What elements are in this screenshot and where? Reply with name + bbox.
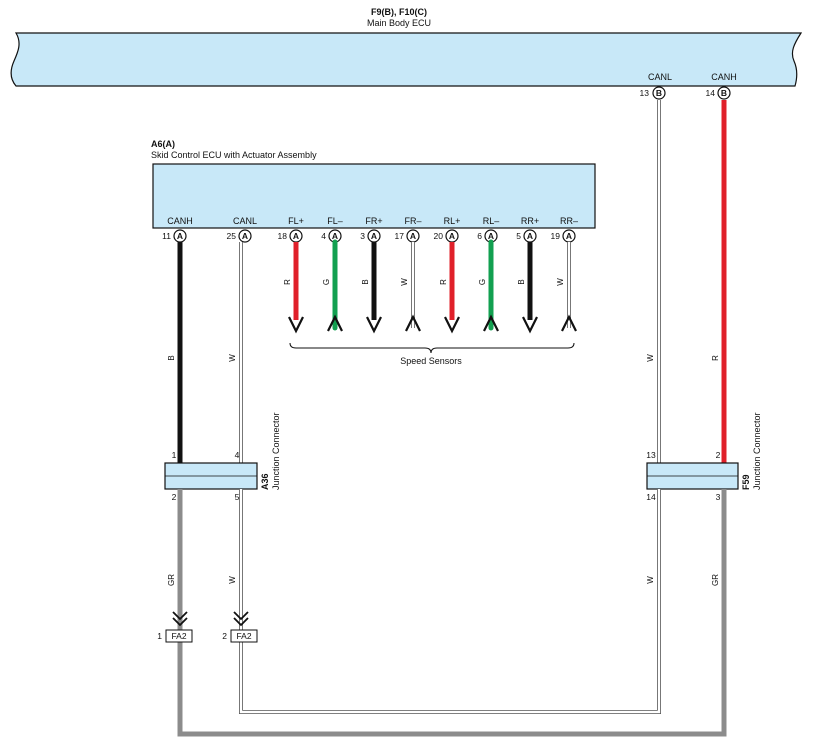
wire-code-a36-canl-lower: W bbox=[228, 576, 237, 584]
sensor-wire-fr-plus bbox=[366, 242, 382, 334]
sensor-wire-code: B bbox=[517, 279, 526, 284]
skid-pin-rl-plus: RL+ A 20 bbox=[434, 216, 461, 243]
svg-text:19: 19 bbox=[551, 231, 561, 241]
sensor-wire-rr-minus bbox=[561, 242, 577, 332]
skid-ecu-box bbox=[152, 163, 596, 229]
wire-code-a36-canh-lower: GR bbox=[167, 574, 176, 586]
skid-ecu-pins: CANHA11CANLA25FL+A18FL–A4FR+A3FR–A17RL+A… bbox=[162, 216, 578, 243]
svg-text:20: 20 bbox=[434, 231, 444, 241]
svg-text:3: 3 bbox=[360, 231, 365, 241]
svg-text:A: A bbox=[527, 231, 533, 241]
svg-text:FR–: FR– bbox=[404, 216, 421, 226]
wire-code-f59-canl-upper: W bbox=[646, 354, 655, 362]
wire-code-f59-canh-upper: R bbox=[711, 355, 720, 361]
svg-text:2: 2 bbox=[222, 631, 227, 641]
junction-f59-top-pin-2: 2 bbox=[716, 450, 721, 460]
sensor-wire-rl-minus bbox=[483, 239, 499, 332]
wire-code-f59-canh-lower: GR bbox=[711, 574, 720, 586]
skid-pin-canl: CANL A 25 bbox=[227, 216, 257, 243]
svg-text:CANL: CANL bbox=[233, 216, 257, 226]
svg-text:RL–: RL– bbox=[483, 216, 500, 226]
main-ecu-pin-number-13: 13 bbox=[640, 88, 650, 98]
skid-ecu-code: A6(A) bbox=[151, 139, 175, 149]
main-ecu-code: F9(B), F10(C) bbox=[371, 7, 427, 17]
svg-text:4: 4 bbox=[321, 231, 326, 241]
svg-text:A: A bbox=[371, 231, 377, 241]
sensor-wire-rr-plus bbox=[522, 242, 538, 334]
sensor-wire-fl-minus bbox=[327, 239, 343, 332]
sensor-wire-code: W bbox=[556, 278, 565, 286]
junction-f59-bottom-pin-3: 3 bbox=[716, 492, 721, 502]
junction-a36-bottom-pin-2: 2 bbox=[172, 492, 177, 502]
svg-text:6: 6 bbox=[477, 231, 482, 241]
main-ecu-pin-label-canl: CANL bbox=[648, 72, 672, 82]
svg-text:A: A bbox=[177, 231, 183, 241]
svg-text:CANH: CANH bbox=[167, 216, 193, 226]
main-ecu-pin-label-canh: CANH bbox=[711, 72, 737, 82]
svg-text:A: A bbox=[566, 231, 572, 241]
sensor-wire-code: R bbox=[283, 279, 292, 285]
fa2-connector-1: FA2 1 bbox=[157, 611, 193, 643]
junction-a36-top-pin-1: 1 bbox=[172, 450, 177, 460]
skid-pin-rr-plus: RR+ A5 bbox=[516, 216, 539, 243]
svg-text:RR+: RR+ bbox=[521, 216, 539, 226]
sensor-wire-code: R bbox=[439, 279, 448, 285]
junction-f59-bottom-pin-14: 14 bbox=[646, 492, 656, 502]
svg-text:11: 11 bbox=[162, 231, 171, 241]
svg-text:RR–: RR– bbox=[560, 216, 578, 226]
junction-a36-top-pin-4: 4 bbox=[235, 450, 240, 460]
svg-text:A: A bbox=[410, 231, 416, 241]
main-ecu-pin-number-14: 14 bbox=[706, 88, 716, 98]
svg-text:FR+: FR+ bbox=[365, 216, 382, 226]
skid-pin-rl-minus: RL– A6 bbox=[477, 216, 500, 243]
junction-f59-top-pin-13: 13 bbox=[646, 450, 656, 460]
svg-text:B: B bbox=[721, 88, 727, 98]
skid-pin-fl-minus: FL– A4 bbox=[321, 216, 343, 243]
junction-a36-code: A36 bbox=[260, 473, 270, 490]
svg-text:1: 1 bbox=[157, 631, 162, 641]
svg-text:FL–: FL– bbox=[327, 216, 343, 226]
fa2-connector-2: FA2 2 bbox=[222, 611, 258, 643]
wire-gr-loop bbox=[177, 489, 727, 737]
svg-text:A: A bbox=[332, 231, 338, 241]
speed-sensors-label: Speed Sensors bbox=[400, 356, 462, 366]
junction-a36-name: Junction Connector bbox=[271, 412, 281, 490]
main-ecu-connector-circle-13: B bbox=[652, 86, 666, 100]
sensor-wire-rl-plus bbox=[444, 242, 460, 334]
wire-w-loop bbox=[239, 489, 661, 714]
main-ecu-connector-circle-14: B bbox=[717, 86, 731, 100]
svg-text:18: 18 bbox=[278, 231, 288, 241]
speed-sensors-brace bbox=[289, 342, 575, 354]
svg-text:25: 25 bbox=[227, 231, 237, 241]
sensor-wire-code: B bbox=[361, 279, 370, 284]
junction-f59-code: F59 bbox=[741, 474, 751, 490]
svg-text:FA2: FA2 bbox=[171, 631, 186, 641]
svg-text:FL+: FL+ bbox=[288, 216, 304, 226]
svg-text:A: A bbox=[242, 231, 248, 241]
junction-a36-bottom-pin-5: 5 bbox=[235, 492, 240, 502]
skid-pin-canh: CANH A 11 bbox=[162, 216, 193, 243]
sensor-wire-code: G bbox=[478, 279, 487, 285]
svg-text:A: A bbox=[449, 231, 455, 241]
main-ecu-name: Main Body ECU bbox=[367, 18, 431, 28]
svg-text:5: 5 bbox=[516, 231, 521, 241]
sensor-wire-fl-plus bbox=[288, 242, 304, 334]
sensor-wire-code: G bbox=[322, 279, 331, 285]
svg-text:RL+: RL+ bbox=[444, 216, 461, 226]
wire-code-f59-canl-lower: W bbox=[646, 576, 655, 584]
wire-code-a36-canl-upper: W bbox=[228, 354, 237, 362]
main-ecu-box bbox=[10, 32, 803, 87]
svg-text:17: 17 bbox=[395, 231, 405, 241]
sensor-wire-fr-minus bbox=[405, 242, 421, 332]
svg-text:B: B bbox=[656, 88, 662, 98]
skid-ecu-name: Skid Control ECU with Actuator Assembly bbox=[151, 150, 317, 160]
svg-text:A: A bbox=[293, 231, 299, 241]
svg-text:FA2: FA2 bbox=[236, 631, 251, 641]
wire-code-a36-canh-upper: B bbox=[167, 355, 176, 360]
junction-f59-name: Junction Connector bbox=[752, 412, 762, 490]
svg-text:A: A bbox=[488, 231, 494, 241]
sensor-wire-code: W bbox=[400, 278, 409, 286]
